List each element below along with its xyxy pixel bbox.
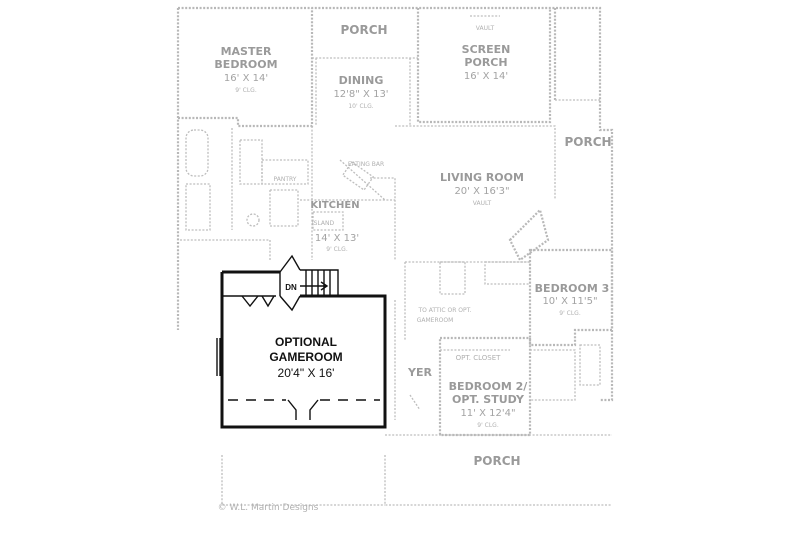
screen-porch-dimensions: 16' X 14' [464,71,508,82]
main-floor-labels: PORCH MASTER BEDROOM 16' X 14' 9' CLG. D… [214,23,611,513]
gameroom-title: OPTIONAL [275,335,337,349]
gameroom-dimensions: 20'4" X 16' [278,366,335,380]
optional-gameroom: DN OPTIONAL GAMEROOM 20'4" X 16' [216,254,387,429]
bedroom-3-dimensions: 10' X 11'5" [542,296,597,307]
kitchen-dimensions: 14' X 13' [315,233,359,244]
living-room-dimensions: 20' X 16'3" [454,186,509,197]
dining-label: DINING [339,74,384,87]
master-bedroom-label-2: BEDROOM [214,58,277,71]
island-label: ISLAND [312,220,335,227]
living-room-vault: VAULT [473,200,492,207]
master-bedroom-dimensions: 16' X 14' [224,73,268,84]
screen-porch-vault: VAULT [476,25,495,32]
attic-note: TO ATTIC OR OPT. [417,307,471,314]
copyright-text: © W.L. Martin Designs [218,503,319,513]
bedroom-2-label-2: OPT. STUDY [452,393,525,406]
bedroom-2-dimensions: 11' X 12'4" [460,408,515,419]
porch-bottom-label: PORCH [473,454,520,468]
porch-top-label: PORCH [340,23,387,37]
bedroom-2-ceiling: 9' CLG. [477,422,499,429]
screen-porch-label: SCREEN [462,43,511,56]
pantry-label: PANTRY [274,176,297,183]
dining-dimensions: 12'8" X 13' [333,89,388,100]
stair-down-label: DN [285,283,297,292]
foyer-label-fragment: YER [407,366,432,379]
eating-bar-label: EATING BAR [348,161,384,168]
bedroom-3-label: BEDROOM 3 [535,282,610,295]
gameroom-title-2: GAMEROOM [269,350,342,364]
attic-note-2: GAMEROOM [417,317,454,324]
bedroom-3-ceiling: 9' CLG. [559,310,581,317]
dining-ceiling: 10' CLG. [348,103,373,110]
kitchen-ceiling: 9' CLG. [326,246,348,253]
bedroom-2-label: BEDROOM 2/ [449,380,529,393]
living-room-label: LIVING ROOM [440,171,524,184]
master-bedroom-ceiling: 9' CLG. [235,87,257,94]
kitchen-label: KITCHEN [310,200,359,211]
main-floor-plan [176,6,614,506]
screen-porch-label-2: PORCH [464,56,507,69]
opt-closet-label: OPT. CLOSET [456,354,502,362]
porch-right-label: PORCH [564,135,611,149]
master-bedroom-label: MASTER [221,45,272,58]
